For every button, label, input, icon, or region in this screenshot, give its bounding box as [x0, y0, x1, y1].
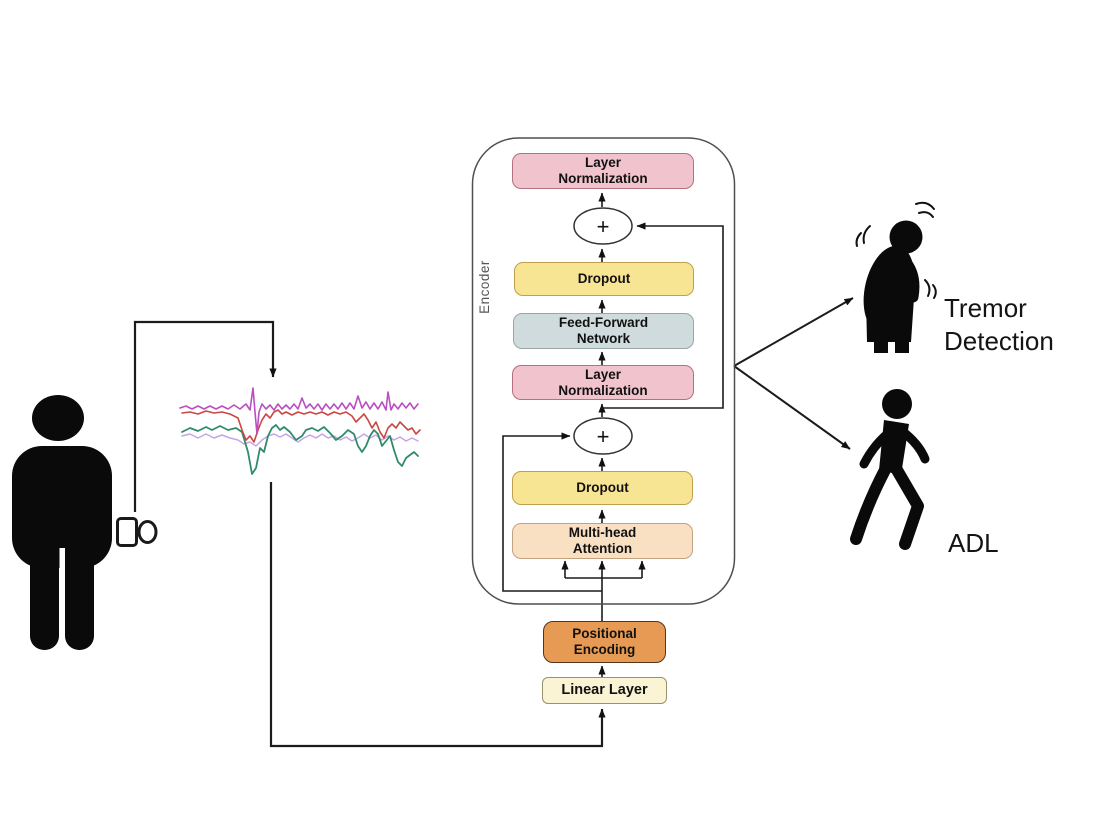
- signal-trace-lavender: [181, 433, 419, 447]
- standing-person-icon: [12, 395, 112, 652]
- block-dropout-bottom: Dropout: [512, 471, 693, 505]
- block-label: Positional Encoding: [572, 626, 637, 657]
- smartphone-icon: [116, 517, 138, 547]
- tremor-person-icon: [855, 201, 937, 353]
- add-node-top: +: [573, 207, 633, 245]
- plus-in-circle-icon: [573, 417, 633, 455]
- block-label: Linear Layer: [561, 682, 648, 699]
- block-label: Layer Normalization: [558, 366, 648, 398]
- encoder-outline: [471, 137, 736, 605]
- block-label: Dropout: [577, 271, 631, 287]
- block-layer-normalization-top: Layer Normalization: [512, 153, 694, 189]
- block-label: Dropout: [576, 480, 629, 496]
- walking-person-icon: [850, 389, 930, 550]
- arrow-to-tremor: [733, 297, 854, 367]
- block-layer-normalization-mid: Layer Normalization: [512, 365, 694, 400]
- block-feed-forward-network: Feed-Forward Network: [513, 313, 694, 349]
- block-positional-encoding: Positional Encoding: [543, 621, 666, 663]
- residual-right: [602, 222, 724, 409]
- block-dropout-top: Dropout: [514, 262, 694, 296]
- block-label: Layer Normalization: [558, 155, 648, 186]
- arrow-to-adl: [733, 365, 851, 450]
- signal-trace-red: [181, 409, 421, 443]
- block-linear-layer: Linear Layer: [542, 677, 667, 704]
- signal-trace-green: [181, 424, 419, 475]
- block-label: Multi-head Attention: [568, 525, 637, 556]
- shake-marks-icon: [855, 201, 937, 299]
- plus-in-circle-icon: [573, 207, 633, 245]
- add-node-bottom: +: [573, 417, 633, 455]
- signal-trace-magenta: [179, 387, 419, 435]
- plus-symbol: +: [597, 214, 610, 239]
- sensor-signal-plot: [179, 387, 421, 475]
- smartwatch-icon: [137, 520, 158, 544]
- connector-lines: [133, 192, 854, 748]
- arrow-sensors-to-signal: [133, 320, 277, 512]
- residual-left: [502, 432, 602, 592]
- block-multi-head-attention: Multi-head Attention: [512, 523, 693, 559]
- tremor-detection-label: Tremor Detection: [944, 293, 1054, 356]
- plus-symbol: +: [597, 424, 610, 449]
- arrow-signal-to-linear: [269, 482, 606, 748]
- block-label: Feed-Forward Network: [558, 315, 649, 346]
- adl-label: ADL: [948, 528, 999, 558]
- encoder-section-label: Encoder: [477, 260, 492, 314]
